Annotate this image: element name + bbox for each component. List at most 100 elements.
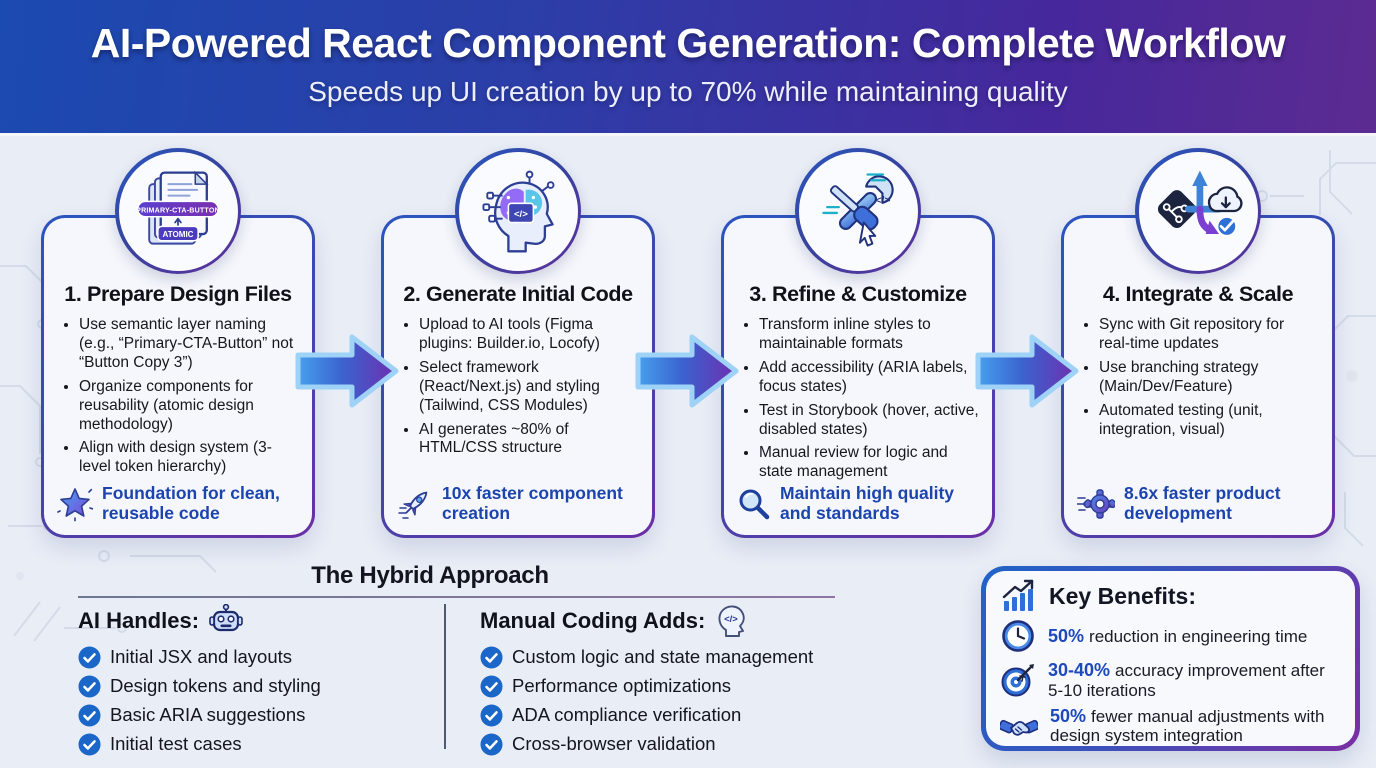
page-subtitle: Speeds up UI creation by up to 70% while… <box>308 76 1068 107</box>
icon-code-glyph: </> <box>875 194 890 206</box>
manual-coding-column: Manual Coding Adds: </> Custom logic and… <box>480 603 862 761</box>
benefit-item: 50%fewer manual adjustments with design … <box>1000 706 1341 746</box>
bullet-item: Sync with Git repository for real-time u… <box>1099 316 1319 354</box>
check-icon <box>78 646 101 668</box>
handshake-icon <box>1000 719 1038 736</box>
bullet-item: Test in Storybook (hover, active, disabl… <box>759 402 979 440</box>
benefit-value: 30-40% <box>1048 660 1111 680</box>
manual-coding-label: Manual Coding Adds: <box>480 608 706 633</box>
key-benefits-body: Key Benefits: 50%reduction in engineerin… <box>986 571 1355 746</box>
step-3-highlight: Maintain high quality and standards <box>737 483 984 524</box>
benefit-text: fewer manual adjustments with design sys… <box>1050 706 1325 746</box>
hybrid-approach-title: The Hybrid Approach <box>311 562 549 589</box>
header-banner: AI-Powered React Component Generation: C… <box>0 0 1376 133</box>
check-icon <box>78 733 101 755</box>
benefit-value: 50% <box>1050 705 1087 726</box>
step-card-2-body: 2. Generate Initial Code Upload to AI to… <box>384 218 652 535</box>
flow-arrow-1 <box>295 334 399 408</box>
step-3-bullet-list: Transform inline styles to maintainable … <box>737 316 979 482</box>
step-4-bullet-list: Sync with Git repository for real-time u… <box>1077 316 1319 439</box>
workflow-area: 1. Prepare Design Files Use semantic lay… <box>0 133 1376 768</box>
check-icon <box>480 675 503 697</box>
list-item: Initial JSX and layouts <box>78 645 428 669</box>
step-1-icon-circle: PRIMARY-CTA-BUTTON ATOMIC <box>115 148 241 274</box>
ai-head-icon: </> <box>482 170 555 253</box>
rocket-icon <box>398 491 428 519</box>
clock-icon <box>1002 620 1034 652</box>
step-1-title: 1. Prepare Design Files <box>64 282 292 306</box>
step-2-highlight: 10x faster component creation <box>397 483 644 524</box>
key-benefits-heading: Key Benefits: <box>1000 579 1341 613</box>
ai-handles-label: AI Handles: <box>78 608 200 633</box>
growth-chart-icon <box>1002 579 1034 611</box>
hybrid-column-divider <box>444 604 446 749</box>
star-icon <box>57 488 93 522</box>
target-icon <box>1001 663 1034 697</box>
list-item: ADA compliance verification <box>480 703 862 727</box>
git-flow-icon <box>1157 170 1243 238</box>
flow-arrow-3 <box>975 334 1079 408</box>
list-item: Basic ARIA suggestions <box>78 703 428 727</box>
bullet-item: Transform inline styles to maintainable … <box>759 316 979 354</box>
step-4-title: 4. Integrate & Scale <box>1102 282 1294 306</box>
list-item: Design tokens and styling <box>78 674 428 698</box>
manual-coding-heading: Manual Coding Adds: </> <box>480 603 862 639</box>
step-card-1: 1. Prepare Design Files Use semantic lay… <box>41 215 315 538</box>
step-2-icon-circle: </> <box>455 148 581 274</box>
robot-icon <box>209 604 243 632</box>
highlight-text: 8.6x faster product development <box>1124 483 1281 524</box>
step-4-highlight: 8.6x faster product development <box>1077 483 1324 524</box>
check-icon <box>480 646 503 668</box>
bullet-item: Automated testing (unit, integration, vi… <box>1099 402 1319 440</box>
step-card-1-body: 1. Prepare Design Files Use semantic lay… <box>44 218 312 535</box>
step-4-icon-circle <box>1135 148 1261 274</box>
bullet-item: Upload to AI tools (Figma plugins: Build… <box>419 316 639 354</box>
step-2-bullet-list: Upload to AI tools (Figma plugins: Build… <box>397 316 639 458</box>
list-item: Cross-browser validation <box>480 732 862 756</box>
bullet-item: Select framework (React/Next.js) and sty… <box>419 359 639 416</box>
key-benefits-label: Key Benefits: <box>1049 582 1196 609</box>
icon-code-glyph: </> <box>514 209 528 220</box>
bullet-item: Align with design system (3-level token … <box>79 439 299 477</box>
gear-icon <box>1077 489 1115 519</box>
bullet-item: Use branching strategy (Main/Dev/Feature… <box>1099 359 1319 397</box>
highlight-text: 10x faster component creation <box>442 483 623 524</box>
icon-label-atomic: ATOMIC <box>163 230 194 239</box>
check-icon <box>480 704 503 726</box>
benefit-item: 50%reduction in engineering time <box>1000 618 1341 654</box>
hybrid-horizontal-rule <box>78 596 835 598</box>
check-icon <box>78 704 101 726</box>
step-card-4-body: 4. Integrate & Scale Sync with Git repos… <box>1064 218 1332 535</box>
page-title: AI-Powered React Component Generation: C… <box>90 20 1286 66</box>
benefit-value: 50% <box>1048 625 1085 646</box>
icon-code-glyph: </> <box>724 614 738 625</box>
benefit-text: reduction in engineering time <box>1089 626 1308 646</box>
check-icon <box>78 675 101 697</box>
step-card-4: 4. Integrate & Scale Sync with Git repos… <box>1061 215 1335 538</box>
highlight-text: Foundation for clean, reusable code <box>102 483 280 524</box>
icon-label-primary-cta-button: PRIMARY-CTA-BUTTON <box>136 206 220 214</box>
flow-arrow-2 <box>635 334 739 408</box>
bullet-item: AI generates ~80% of HTML/CSS structure <box>419 421 639 459</box>
tools-icon: </> <box>822 173 894 247</box>
head-code-icon: </> <box>718 605 745 637</box>
step-1-highlight: Foundation for clean, reusable code <box>57 483 304 524</box>
key-benefits-box: Key Benefits: 50%reduction in engineerin… <box>981 566 1360 751</box>
step-1-bullet-list: Use semantic layer naming (e.g., “Primar… <box>57 316 299 477</box>
list-item: Initial test cases <box>78 732 428 756</box>
benefit-text: accuracy improvement after 5-10 iteratio… <box>1048 661 1325 700</box>
step-3-title: 3. Refine & Customize <box>749 282 967 306</box>
list-item: Performance optimizations <box>480 674 862 698</box>
bullet-item: Add accessibility (ARIA labels, focus st… <box>759 359 979 397</box>
ai-handles-heading: AI Handles: <box>78 603 428 639</box>
design-files-icon: PRIMARY-CTA-BUTTON ATOMIC <box>136 170 220 245</box>
bullet-item: Organize components for reusability (ato… <box>79 378 299 435</box>
step-3-icon-circle: </> <box>795 148 921 274</box>
ai-handles-column: AI Handles: Initial JSX and layouts Desi… <box>78 603 428 761</box>
benefit-item: 30-40%accuracy improvement after 5-10 it… <box>1000 660 1341 700</box>
highlight-text: Maintain high quality and standards <box>780 483 955 524</box>
bullet-item: Manual review for logic and state manage… <box>759 444 979 482</box>
list-item: Custom logic and state management <box>480 645 862 669</box>
step-2-title: 2. Generate Initial Code <box>403 282 633 306</box>
